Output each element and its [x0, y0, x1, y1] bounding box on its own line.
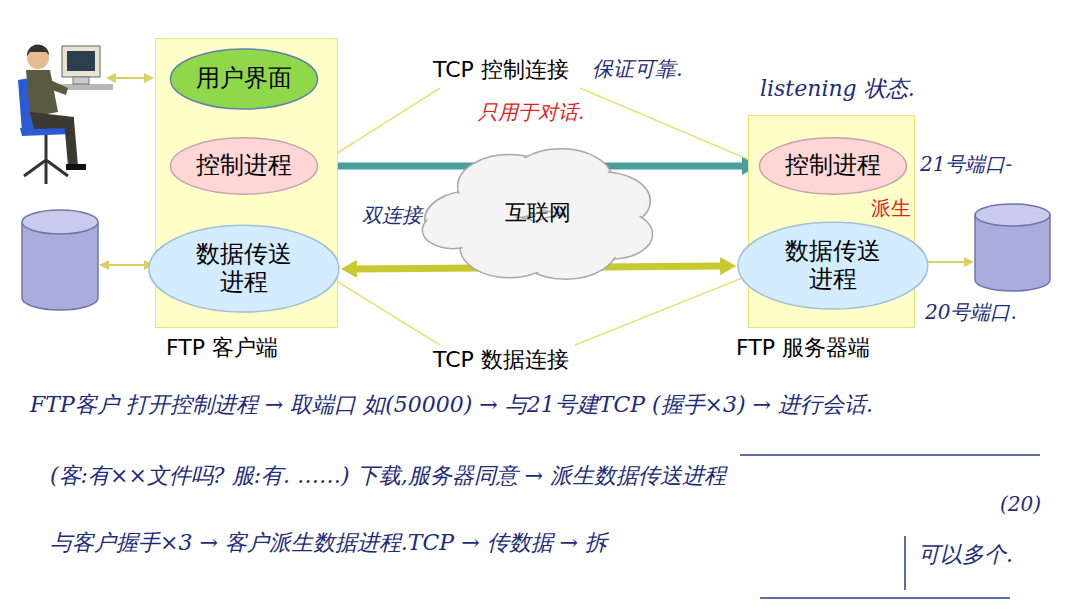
bracket-line: [760, 597, 1010, 599]
ellipse-outline: [149, 226, 339, 313]
handwritten-note: 保证可靠.: [592, 57, 683, 82]
monitor: [62, 46, 100, 77]
handwritten-note: 可以多个.: [918, 542, 1013, 568]
note-brackets: [740, 455, 1040, 598]
ui-ellipse: 用户界面: [169, 48, 319, 110]
user-figure: [18, 44, 113, 184]
handwritten-note: 双连接: [362, 203, 422, 227]
torso: [26, 70, 58, 117]
monitor-stand: [73, 77, 89, 84]
handwritten-note: 与客户握手×3 → 客户派生数据进程.TCP → 传数据 → 拆: [50, 530, 607, 556]
ellipse-outline: [171, 138, 318, 194]
panel-heading: FTP 客户端: [166, 335, 278, 360]
connection-title: TCP 控制连接: [433, 57, 569, 83]
handwritten-note: 20号端口.: [925, 300, 1017, 324]
io-arrow: [101, 264, 152, 266]
edge-label: 派生: [871, 196, 911, 220]
host-panel: FTP 服务器端控制进程数据传送 进程: [748, 115, 915, 328]
database-left: [22, 210, 98, 310]
handwritten-note: FTP客户 打开控制进程 → 取端口 如(50000) → 与21号建TCP (…: [30, 392, 873, 418]
leader-line: [325, 88, 440, 161]
process-ellipse: 数据传送 进程: [736, 221, 930, 310]
handwritten-note: 只用于对话.: [478, 100, 584, 124]
chair-base: [24, 135, 68, 184]
leader-line: [325, 274, 440, 345]
cylinder-top: [975, 204, 1050, 226]
arm: [44, 78, 68, 95]
handwritten-note: listening 状态.: [760, 76, 915, 102]
leader-line: [580, 88, 752, 161]
host-panel: FTP 客户端用户界面控制进程数据传送 进程: [155, 38, 338, 328]
io-arrow: [108, 77, 152, 79]
process-label: 用户界面: [196, 65, 292, 93]
process-label: 控制进程: [785, 152, 881, 180]
cloud-label: 互联网: [505, 200, 571, 225]
shoe: [66, 164, 86, 170]
process-ellipse: 数据传送 进程: [147, 224, 341, 313]
process-ellipse: 控制进程: [169, 137, 319, 195]
leader-line: [575, 274, 752, 345]
process-ellipse: 控制进程: [758, 137, 908, 195]
bracket-line: [740, 454, 1040, 456]
process-label: 控制进程: [196, 152, 292, 180]
leader-lines: [325, 88, 752, 345]
connection-title: TCP 数据连接: [433, 347, 569, 373]
process-label: 数据传送 进程: [189, 241, 299, 296]
internet-cloud: 互联网: [420, 140, 655, 285]
monitor-screen: [67, 51, 95, 71]
handwritten-note: (20): [1000, 492, 1041, 516]
cylinder-body: [22, 222, 98, 310]
panel-heading: FTP 服务器端: [736, 335, 870, 360]
process-label: 数据传送 进程: [778, 238, 888, 293]
handwritten-note: (客:有××文件吗? 服:有. ……) 下载,服务器同意 → 派生数据传送进程: [50, 463, 726, 489]
shin: [64, 120, 78, 166]
bracket-line: [904, 536, 906, 590]
hair: [27, 44, 49, 56]
database-right: [975, 204, 1050, 291]
cylinder-top: [22, 210, 98, 234]
ellipse-outline: [738, 223, 928, 310]
cloud-fill: [425, 213, 480, 247]
ellipse-outline: [760, 138, 907, 194]
handwritten-note: 21号端口-: [920, 152, 1012, 176]
ellipse-outline: [171, 49, 318, 109]
